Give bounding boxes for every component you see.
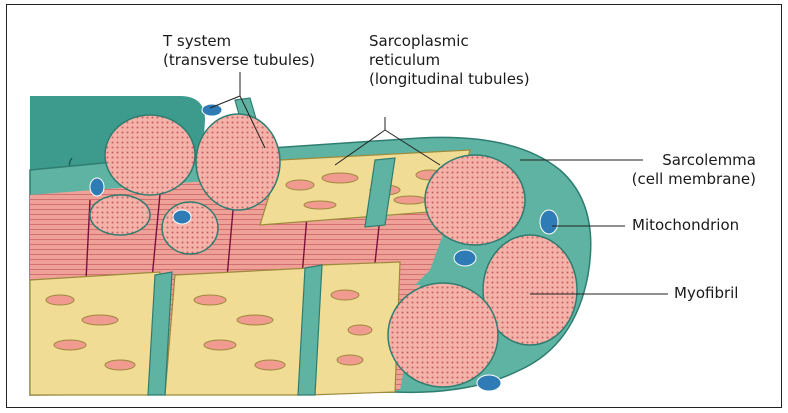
label-mitochondrion: Mitochondrion	[632, 216, 739, 235]
label-sarcolemma: Sarcolemma (cell membrane)	[632, 151, 756, 189]
label-t-system-line2: (transverse tubules)	[163, 51, 315, 70]
label-t-system-line1: T system	[163, 32, 315, 51]
label-sarcoplasmic-reticulum: Sarcoplasmic reticulum (longitudinal tub…	[369, 32, 530, 89]
label-sr-line3: (longitudinal tubules)	[369, 70, 530, 89]
label-sarcolemma-line1: Sarcolemma	[632, 151, 756, 170]
label-myofibril: Myofibril	[674, 284, 738, 303]
label-sr-line1: Sarcoplasmic	[369, 32, 530, 51]
label-sarcolemma-line2: (cell membrane)	[632, 170, 756, 189]
label-t-system: T system (transverse tubules)	[163, 32, 315, 70]
label-sr-line2: reticulum	[369, 51, 530, 70]
